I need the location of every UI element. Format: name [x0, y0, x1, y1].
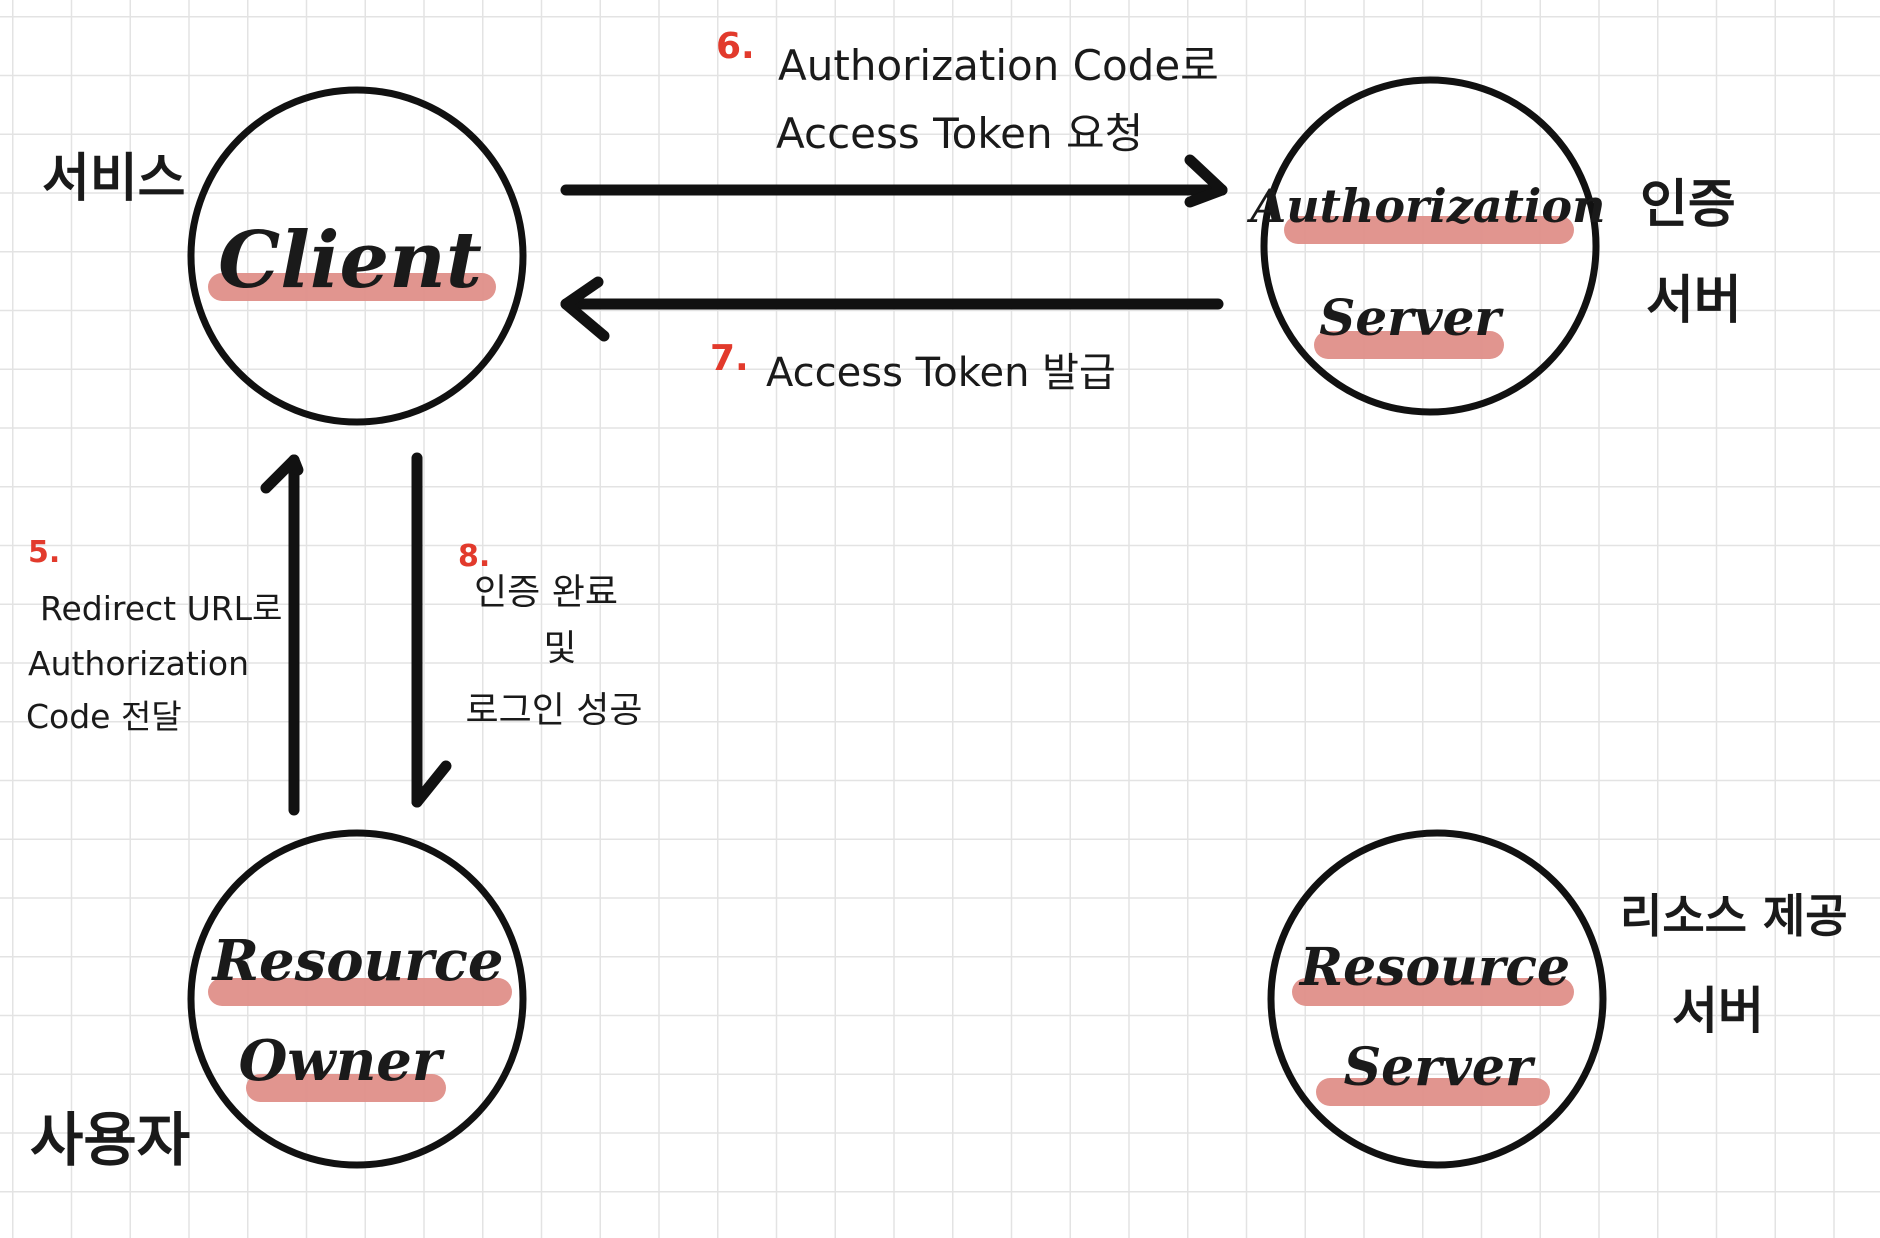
arrow-step8 [411, 452, 452, 808]
step5-line1: Redirect URL로 [40, 589, 282, 628]
arrow-step8-head [411, 760, 452, 808]
step7-number: 7. [710, 338, 749, 379]
resource-server-label-2: Server [1344, 1037, 1536, 1098]
authorization-server-role-1: 인증 [1640, 175, 1736, 235]
step8-line3: 로그인 성공 [465, 690, 642, 731]
arrow-step5-head [260, 454, 304, 494]
resource-server-circle [1267, 829, 1607, 1169]
client-label: Client [218, 215, 482, 306]
step6-line1: Authorization Code로 [778, 41, 1219, 90]
step6-number: 6. [716, 26, 755, 67]
step5-line3: Code 전달 [26, 697, 182, 736]
step5-number: 5. [28, 535, 60, 570]
resource-owner-label-2: Owner [239, 1028, 445, 1094]
resource-owner-circle [187, 829, 527, 1169]
step8-line1: 인증 완료 [474, 572, 618, 613]
resource-server-role-2: 서버 [1672, 982, 1764, 1040]
step8-line2: 및 [543, 628, 576, 669]
resource-owner-label-1: Resource [211, 928, 504, 994]
step5-line2: Authorization [28, 644, 249, 683]
step7-line1: Access Token 발급 [766, 350, 1116, 396]
resource-server-role-1: 리소스 제공 [1620, 889, 1848, 943]
arrow-step6 [560, 154, 1228, 208]
step8-number: 8. [458, 539, 490, 574]
client-node: Client [187, 86, 527, 426]
arrow-step7 [560, 276, 1224, 342]
resource-server-label-1: Resource [1298, 937, 1570, 998]
arrow-step5 [260, 454, 304, 816]
arrow-step6-head [1184, 154, 1228, 208]
authorization-server-node: Authorization Server [1247, 76, 1606, 416]
resource-server-node: Resource Server [1267, 829, 1607, 1169]
resource-owner-node: Resource Owner [187, 829, 527, 1169]
authorization-server-role-2: 서버 [1646, 271, 1742, 331]
authorization-server-circle [1260, 76, 1600, 416]
arrow-step7-head [560, 276, 610, 342]
authorization-server-label-1: Authorization [1247, 179, 1606, 233]
client-role-label: 서비스 [42, 149, 186, 209]
authorization-server-label-2: Server [1319, 288, 1504, 347]
step6-line2: Access Token 요청 [776, 109, 1143, 158]
client-circle [187, 86, 527, 426]
resource-owner-role-label: 사용자 [30, 1106, 190, 1174]
